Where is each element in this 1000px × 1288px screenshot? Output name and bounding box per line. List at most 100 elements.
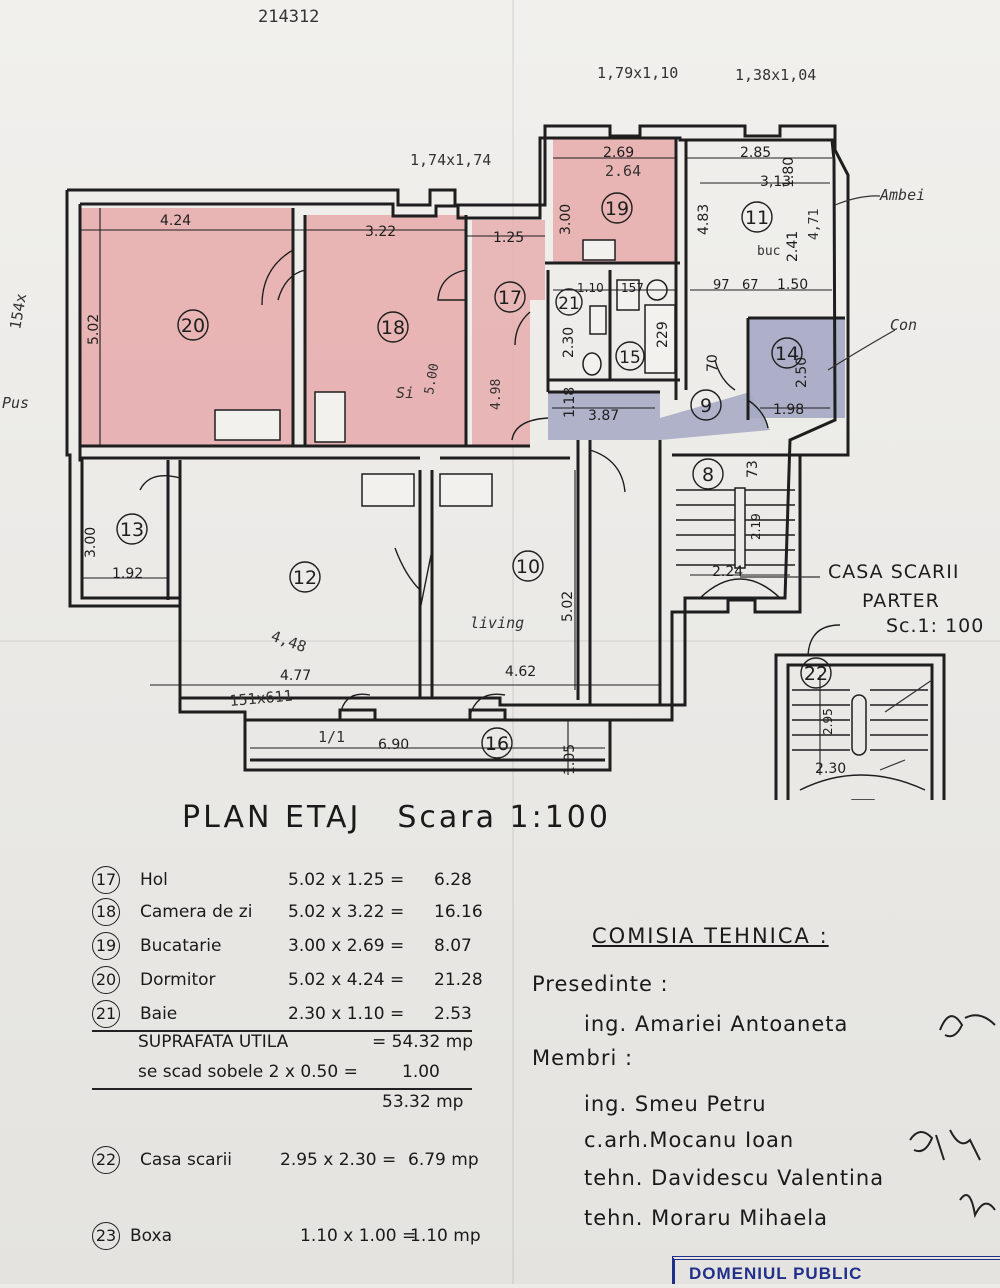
svg-text:10: 10 — [516, 556, 540, 578]
room-label-12: 12 — [289, 561, 321, 593]
stair-title-2: PARTER — [862, 590, 940, 612]
hand-room11-471: 4,71 — [807, 209, 822, 240]
plan-title: PLAN ETAJ Scara 1:100 — [182, 800, 611, 835]
member-3: tehn. Davidescu Valentina — [584, 1166, 885, 1190]
door-swings — [139, 249, 841, 716]
dim-250: 2.50 — [794, 357, 810, 388]
dim-180: 1.80 — [781, 157, 797, 188]
room-fill-19 — [553, 138, 676, 263]
commission-title: COMISIA TEHNICA : — [592, 924, 829, 948]
dim-462: 4.62 — [505, 664, 536, 680]
paper-fold-vertical — [512, 0, 514, 1284]
dim-502b: 5.02 — [560, 591, 576, 622]
room-label-8: 8 — [692, 458, 724, 490]
room-label-15: 15 — [615, 341, 645, 371]
room-label-10: 10 — [512, 550, 544, 582]
annotation-leaders — [740, 195, 933, 771]
plan-scale: Scara 1:100 — [397, 800, 611, 835]
hand-si: Si — [396, 384, 414, 402]
hand-window-179: 1,79x1,10 — [597, 64, 678, 82]
dim-300b: 3.00 — [83, 527, 99, 558]
staircase-22 — [792, 689, 928, 791]
svg-text:14: 14 — [775, 343, 799, 365]
hand-pus: Pus — [2, 394, 29, 412]
svg-text:16: 16 — [485, 733, 509, 755]
dim-285: 2.85 — [740, 145, 771, 161]
room-fill-18 — [305, 215, 466, 446]
hand-window-138: 1,38x1,04 — [735, 66, 816, 84]
stair-title-1: CASA SCARII — [828, 561, 959, 583]
room-label-16: 16 — [481, 727, 513, 759]
dim-229: 229 — [655, 321, 671, 348]
dim-502a: 5.02 — [86, 314, 102, 345]
presedinte-name: ing. Amariei Antoaneta — [584, 1012, 849, 1036]
room-fill-20 — [80, 208, 293, 446]
dim-67: 67 — [742, 278, 759, 293]
signatures — [909, 1014, 996, 1219]
hand-room19-264: 2.64 — [605, 162, 641, 180]
dim-73: 73 — [745, 460, 761, 478]
dim-118: 1.18 — [562, 387, 578, 418]
dim-300a: 3.00 — [558, 204, 574, 235]
hand-con: Con — [890, 316, 917, 334]
dim-198: 1.98 — [773, 402, 804, 418]
staircase-8 — [676, 487, 795, 599]
room-label-11: 11 — [741, 201, 773, 233]
dim-322: 3.22 — [365, 224, 396, 240]
dim-105: 1.05 — [562, 744, 578, 775]
net-area: 53.32 mp — [382, 1092, 464, 1112]
hand-448: 4,48 — [269, 627, 309, 656]
room-fill-14 — [748, 318, 845, 418]
svg-text:17: 17 — [498, 287, 522, 309]
hand-top-ref: 214312 — [258, 7, 319, 27]
svg-text:21: 21 — [558, 294, 580, 314]
svg-text:18: 18 — [381, 317, 405, 339]
dim-224: 2.24 — [712, 564, 743, 580]
dim-387: 3.87 — [588, 408, 619, 424]
presedinte-label: Presedinte : — [532, 972, 669, 996]
plan-title-text: PLAN ETAJ — [182, 800, 362, 835]
room-label-9: 9 — [690, 389, 722, 421]
hand-room11-buc: buc — [757, 244, 780, 259]
room-label-22: 22 — [800, 657, 832, 689]
room-label-14: 14 — [771, 337, 803, 369]
room-label-18: 18 — [377, 311, 409, 343]
room-fill-17 — [472, 220, 545, 446]
legend-rule — [92, 1030, 472, 1032]
dim-241: 2.41 — [785, 231, 801, 262]
dim-313: 3,13 — [760, 174, 791, 190]
svg-text:15: 15 — [619, 348, 641, 368]
room-fill-9 — [548, 392, 770, 440]
dim-295: 2.95 — [821, 708, 835, 735]
member-4: tehn. Moraru Mihaela — [584, 1206, 828, 1230]
dim-192: 1.92 — [112, 566, 143, 582]
dim-70: 70 — [705, 354, 721, 372]
floor-plan: 20 18 17 19 11 21 15 14 9 8 13 12 10 16 … — [2, 7, 983, 800]
sobe-deduction: se scad sobele 2 x 0.50 =1.00 — [138, 1062, 440, 1082]
legend-rule — [92, 1088, 472, 1090]
dimension-lines — [80, 157, 832, 775]
hand-balcony-151: 151x611 — [229, 687, 294, 710]
hand-500: 5.00 — [422, 362, 442, 395]
dim-690: 6.90 — [378, 737, 409, 753]
paper-fold-horizontal — [0, 640, 1000, 642]
dim-125: 1.25 — [493, 230, 524, 246]
hand-window-174: 1,74x1,74 — [410, 151, 491, 169]
dim-157: 157 — [621, 281, 644, 295]
dim-219: 2.19 — [749, 513, 763, 540]
suprafata-utila: SUPRAFATA UTILA= 54.32 mp — [138, 1032, 474, 1052]
svg-text:8: 8 — [702, 464, 714, 486]
dim-424: 4.24 — [160, 213, 191, 229]
room-label-13: 13 — [116, 513, 148, 545]
dim-150: 1.50 — [777, 277, 808, 293]
room-label-17: 17 — [494, 281, 526, 313]
svg-text:22: 22 — [804, 663, 828, 685]
dim-110: 1.10 — [577, 281, 604, 295]
membri-label: Membri : — [532, 1046, 634, 1070]
dim-477: 4.77 — [280, 668, 311, 684]
dim-483: 4.83 — [696, 204, 712, 235]
hand-ambei: Ambei — [879, 186, 925, 204]
room-label-21: 21 — [555, 288, 583, 316]
svg-text:20: 20 — [181, 315, 205, 337]
